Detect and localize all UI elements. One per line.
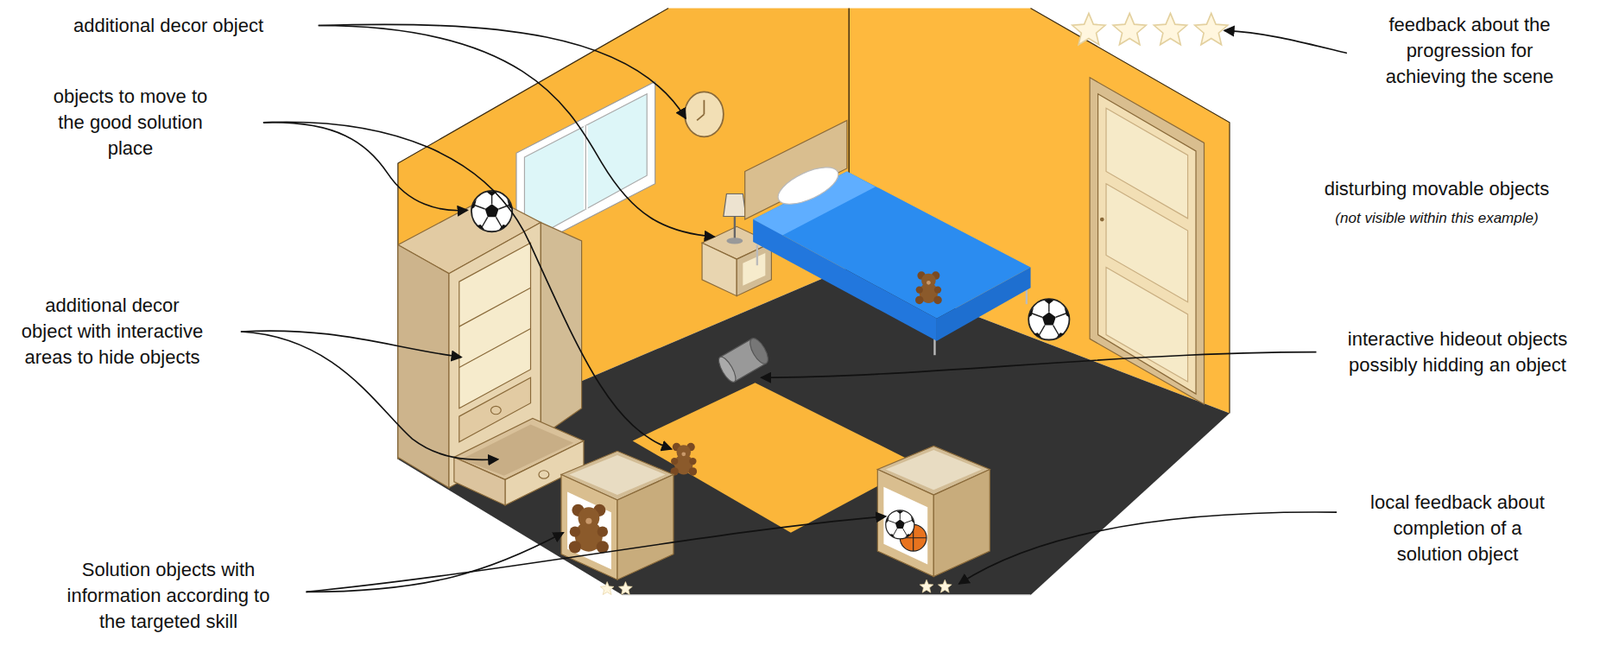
callout-label: Solution objects with information accord… (64, 556, 272, 634)
callout-label: additional decor object with interactive… (19, 292, 206, 370)
callout-label: interactive hideout objects possibly hid… (1328, 326, 1588, 378)
callout-note: (not visible within this example) (1334, 208, 1538, 229)
callout-label: additional decor object (73, 12, 264, 39)
callout-label: objects to move to the good solution pla… (39, 83, 222, 161)
callout-label: disturbing movable objects (1324, 176, 1550, 203)
callout-label: feedback about the progression for achie… (1378, 12, 1561, 89)
callout-label: local feedback about completion of a sol… (1362, 489, 1553, 567)
